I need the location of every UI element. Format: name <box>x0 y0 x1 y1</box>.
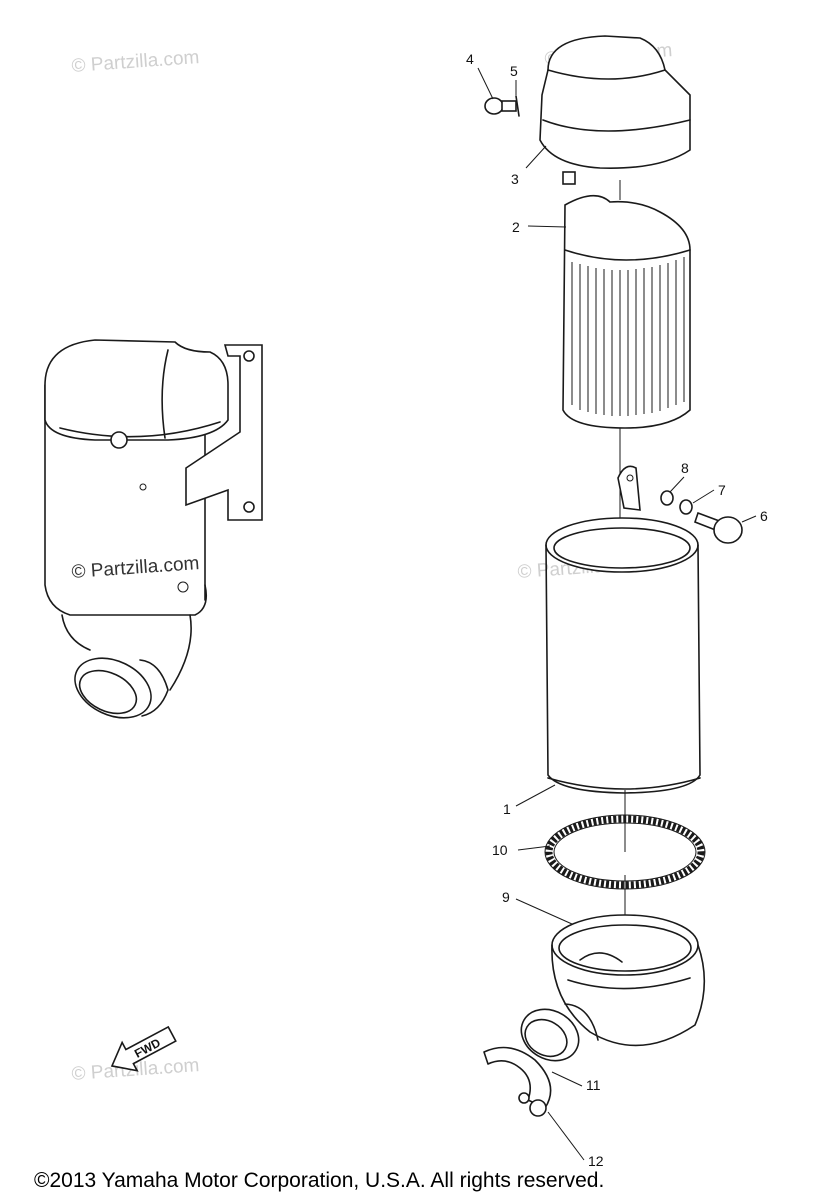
callout-2: 2 <box>512 219 520 235</box>
callout-3: 3 <box>511 171 519 187</box>
filter-pleats <box>571 257 685 416</box>
part-filter-element <box>562 194 691 429</box>
callout-8: 8 <box>681 460 689 476</box>
assembled-air-cleaner <box>44 339 263 719</box>
part-bolt-4 <box>484 97 517 115</box>
part-washer-7 <box>679 499 693 515</box>
exploded-view <box>477 35 757 1161</box>
watermark-top-left: © Partzilla.com <box>71 47 200 77</box>
callout-11: 11 <box>586 1077 601 1093</box>
callout-7: 7 <box>718 482 726 498</box>
part-bottom-bowl <box>551 914 706 1047</box>
callout-4: 4 <box>466 51 474 67</box>
callout-10: 10 <box>492 842 508 858</box>
callout-1: 1 <box>503 801 511 817</box>
callout-labels: 1 2 3 4 5 6 7 8 9 10 11 12 <box>466 51 768 1169</box>
part-top-cover <box>539 35 691 185</box>
callout-12: 12 <box>588 1153 604 1169</box>
callout-5: 5 <box>510 63 518 79</box>
callout-6: 6 <box>760 508 768 524</box>
part-screw-6 <box>694 511 743 544</box>
part-washer-5 <box>515 95 520 117</box>
part-case <box>545 465 701 794</box>
part-washer-8 <box>660 490 674 506</box>
leader-lines <box>477 67 757 1161</box>
part-mesh-ring <box>544 814 706 890</box>
part-clamp <box>483 1046 552 1117</box>
copyright-notice: ©2013 Yamaha Motor Corporation, U.S.A. A… <box>34 1169 604 1192</box>
watermark-center-left: © Partzilla.com <box>71 553 200 583</box>
callout-9: 9 <box>502 889 510 905</box>
part-joint-boot <box>520 1003 599 1062</box>
